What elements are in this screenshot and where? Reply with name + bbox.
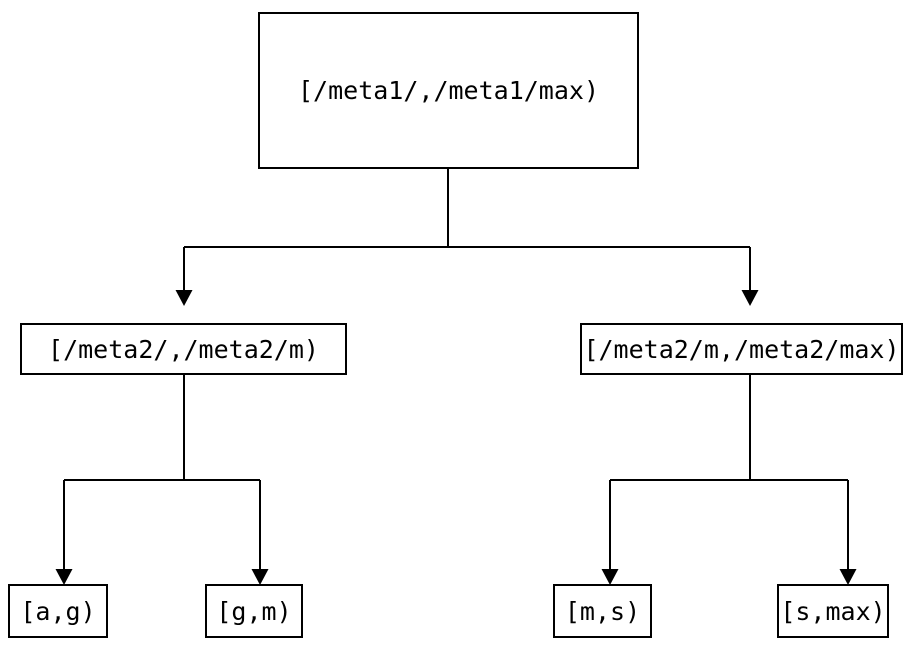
arrowhead-to-mid-left (175, 290, 193, 306)
tree-node-mid-left-label: [/meta2/,/meta2/m) (48, 334, 319, 364)
tree-node-root[interactable]: [/meta1/,/meta1/max) (258, 12, 639, 169)
arrowhead-to-leaf-ag (55, 569, 73, 585)
arrowhead-to-leaf-gm (251, 569, 269, 585)
tree-node-mid-right[interactable]: [/meta2/m,/meta2/max) (580, 323, 903, 375)
tree-node-mid-right-label: [/meta2/m,/meta2/max) (583, 334, 900, 364)
edge-midright-to-children (601, 375, 857, 585)
arrowhead-to-leaf-smax (839, 569, 857, 585)
tree-node-leaf-gm-label: [g,m) (216, 596, 292, 626)
tree-node-leaf-gm[interactable]: [g,m) (205, 584, 303, 638)
arrowhead-to-mid-right (741, 290, 759, 306)
edge-root-to-children (175, 169, 759, 306)
tree-node-leaf-ms[interactable]: [m,s) (553, 584, 652, 638)
tree-node-root-label: [/meta1/,/meta1/max) (297, 76, 600, 105)
tree-node-leaf-ms-label: [m,s) (564, 596, 641, 626)
tree-node-mid-left[interactable]: [/meta2/,/meta2/m) (20, 323, 347, 375)
edge-midleft-to-children (55, 375, 269, 585)
arrowhead-to-leaf-ms (601, 569, 619, 585)
tree-node-leaf-smax-label: [s,max) (780, 596, 886, 626)
tree-node-leaf-ag[interactable]: [a,g) (8, 584, 108, 638)
tree-node-leaf-smax[interactable]: [s,max) (777, 584, 889, 638)
tree-node-leaf-ag-label: [a,g) (20, 596, 96, 626)
